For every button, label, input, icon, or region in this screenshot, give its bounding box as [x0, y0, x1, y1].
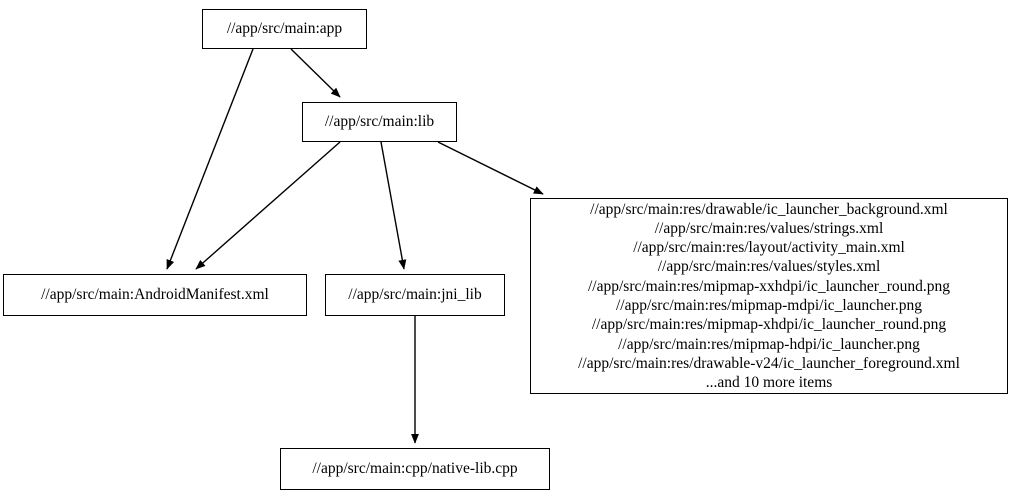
- graph-node-res-group[interactable]: //app/src/main:res/drawable/ic_launcher_…: [530, 198, 1008, 394]
- graph-node-native-lib-cpp-label: //app/src/main:cpp/native-lib.cpp: [312, 460, 518, 478]
- res-line: //app/src/main:res/values/strings.xml: [654, 219, 884, 237]
- graph-node-app-label: //app/src/main:app: [226, 20, 343, 38]
- graph-node-lib-label: //app/src/main:lib: [324, 113, 435, 131]
- edge-app-to-manifest: [166, 48, 254, 270]
- edge-lib-to-manifest: [195, 141, 341, 270]
- edge-lib-to-res: [437, 141, 544, 195]
- graph-node-android-manifest[interactable]: //app/src/main:AndroidManifest.xml: [3, 274, 307, 316]
- graph-node-jni-lib-label: //app/src/main:jni_lib: [348, 286, 482, 304]
- res-line: //app/src/main:res/mipmap-hdpi/ic_launch…: [618, 335, 920, 353]
- res-line: //app/src/main:res/mipmap-xhdpi/ic_launc…: [591, 316, 947, 334]
- edge-lib-to-jni-lib: [380, 141, 407, 270]
- graph-node-app[interactable]: //app/src/main:app: [202, 9, 367, 49]
- res-line: //app/src/main:res/layout/activity_main.…: [633, 239, 905, 257]
- res-line: //app/src/main:res/mipmap-xxhdpi/ic_laun…: [587, 277, 950, 295]
- res-line: //app/src/main:res/values/styles.xml: [657, 258, 881, 276]
- res-line: //app/src/main:res/drawable/ic_launcher_…: [590, 200, 948, 218]
- graph-node-lib[interactable]: //app/src/main:lib: [302, 102, 457, 142]
- graph-node-jni-lib[interactable]: //app/src/main:jni_lib: [325, 274, 505, 316]
- graph-node-android-manifest-label: //app/src/main:AndroidManifest.xml: [41, 286, 269, 304]
- res-line: //app/src/main:res/drawable-v24/ic_launc…: [578, 354, 960, 372]
- res-line-more-items: ...and 10 more items: [705, 374, 833, 392]
- graph-node-res-group-label: //app/src/main:res/drawable/ic_launcher_…: [537, 200, 1001, 393]
- graph-node-native-lib-cpp[interactable]: //app/src/main:cpp/native-lib.cpp: [280, 448, 550, 490]
- res-line: //app/src/main:res/mipmap-mdpi/ic_launch…: [615, 297, 923, 314]
- edge-app-to-lib: [290, 48, 341, 98]
